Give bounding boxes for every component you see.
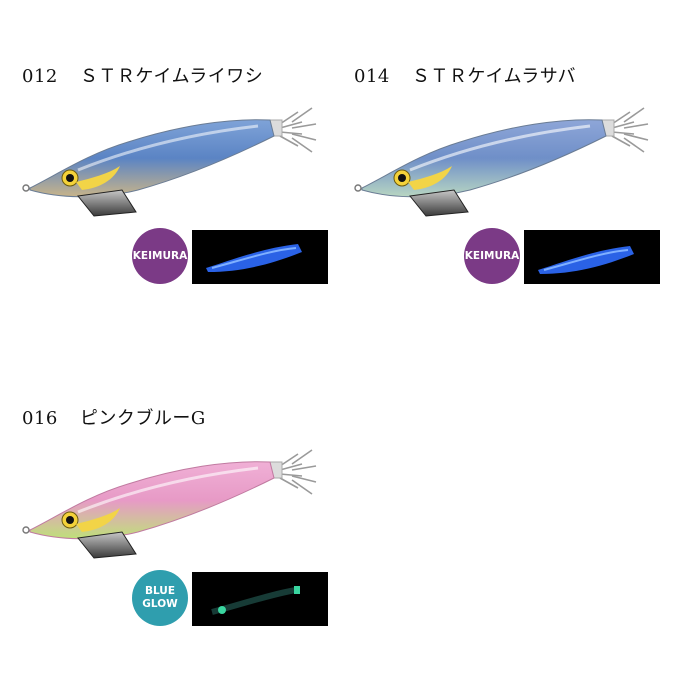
- product-label: 014 ＳＴＲケイムラサバ: [354, 62, 576, 88]
- glow-preview-image: [192, 572, 328, 626]
- product-name: ＳＴＲケイムライワシ: [79, 66, 264, 87]
- keimura-badge: KEIMURA: [464, 228, 520, 284]
- product-name: ピンクブルーG: [79, 408, 206, 429]
- product-code: 016: [22, 408, 58, 429]
- product-code: 014: [354, 66, 390, 87]
- product-label: 012 ＳＴＲケイムライワシ: [22, 62, 263, 88]
- hook-icon: [279, 449, 317, 495]
- squid-jig-lure-image: [354, 107, 649, 217]
- glow-preview-image: [192, 230, 328, 284]
- glow-preview-image: [524, 230, 660, 284]
- keimura-badge: KEIMURA: [132, 228, 188, 284]
- blue-glow-badge: BLUE GLOW: [132, 570, 188, 626]
- hook-icon: [279, 107, 317, 153]
- product-card-012: 012 ＳＴＲケイムライワシ: [18, 62, 338, 284]
- product-label: 016 ピンクブルーG: [22, 404, 206, 430]
- squid-jig-lure-image: [22, 449, 317, 559]
- product-code: 012: [22, 66, 58, 87]
- product-name: ＳＴＲケイムラサバ: [411, 66, 577, 87]
- product-card-016: 016 ピンクブルーG BLUE GLOW: [18, 404, 338, 626]
- product-card-014: 014 ＳＴＲケイムラサバ KEIMURA: [350, 62, 670, 284]
- squid-jig-lure-image: [22, 107, 317, 217]
- hook-icon: [611, 107, 649, 153]
